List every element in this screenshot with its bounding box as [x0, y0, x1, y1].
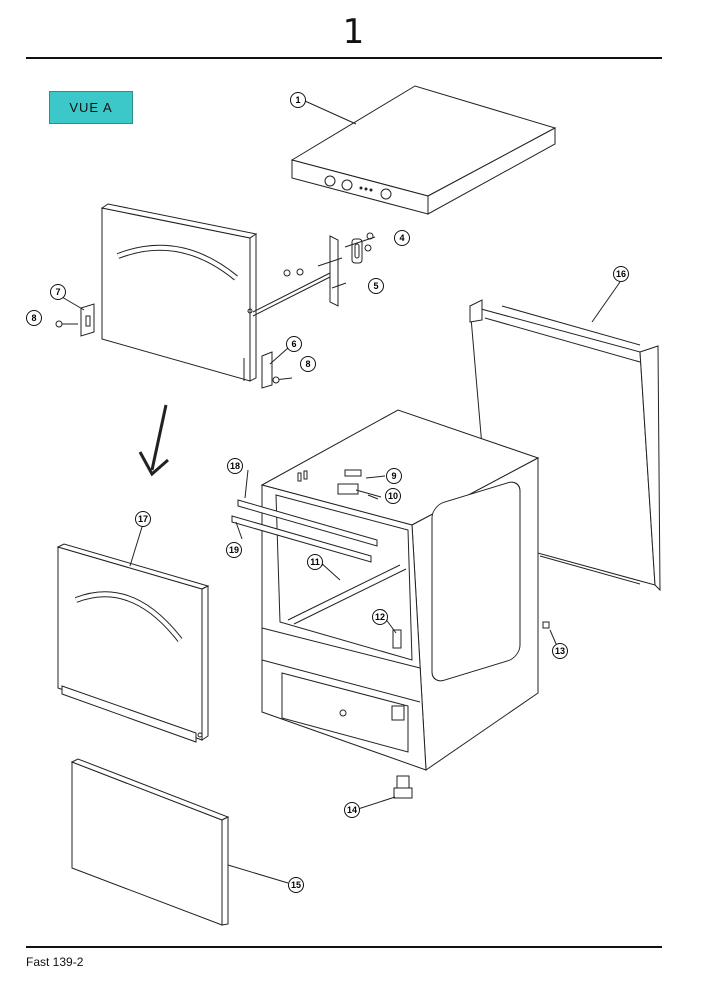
part-left-hinge — [55, 296, 95, 337]
callout-15: 15 — [288, 877, 304, 893]
callout-8-left: 8 — [26, 310, 42, 326]
svg-text:8: 8 — [305, 359, 310, 369]
callout-1: 1 — [290, 92, 306, 108]
part-nut-and-foot — [357, 621, 558, 810]
svg-text:11: 11 — [310, 557, 320, 567]
header-rule — [26, 57, 662, 59]
svg-text:4: 4 — [399, 233, 404, 243]
part-right-hinge — [261, 347, 293, 389]
callout-18: 18 — [227, 458, 243, 474]
callout-11: 11 — [307, 554, 323, 570]
footer-text: Fast 139-2 — [26, 955, 84, 969]
svg-text:14: 14 — [347, 805, 357, 815]
callout-17: 17 — [135, 511, 151, 527]
footer-rule — [26, 946, 662, 948]
callout-12: 12 — [372, 609, 388, 625]
callout-13: 13 — [552, 643, 568, 659]
svg-text:7: 7 — [55, 287, 60, 297]
callout-5: 5 — [368, 278, 384, 294]
svg-text:10: 10 — [388, 491, 398, 501]
svg-text:1: 1 — [295, 95, 300, 105]
part-plinth-panel — [70, 758, 289, 926]
part-top-cover — [290, 85, 557, 215]
callout-4: 4 — [394, 230, 410, 246]
svg-text:15: 15 — [291, 880, 301, 890]
callout-9: 9 — [386, 468, 402, 484]
page-number: 1 — [342, 12, 365, 52]
svg-text:12: 12 — [375, 612, 385, 622]
callout-10: 10 — [385, 488, 401, 504]
svg-text:19: 19 — [229, 545, 239, 555]
part-upper-door — [100, 203, 331, 382]
callout-6: 6 — [286, 336, 302, 352]
view-label: VUE A — [49, 91, 133, 124]
svg-text:18: 18 — [230, 461, 240, 471]
callout-16: 16 — [613, 266, 629, 282]
svg-text:8: 8 — [31, 313, 36, 323]
part-hinge-bracket — [283, 232, 376, 307]
part-rails — [231, 469, 378, 563]
svg-text:17: 17 — [138, 514, 148, 524]
part-cabinet — [260, 409, 540, 771]
part-front-door — [56, 526, 210, 743]
callout-7: 7 — [50, 284, 66, 300]
svg-text:9: 9 — [391, 471, 396, 481]
svg-text:5: 5 — [373, 281, 378, 291]
svg-text:6: 6 — [291, 339, 296, 349]
svg-text:13: 13 — [555, 646, 565, 656]
callout-8-right: 8 — [300, 356, 316, 372]
callout-14: 14 — [344, 802, 360, 818]
callout-19: 19 — [226, 542, 242, 558]
svg-text:16: 16 — [616, 269, 626, 279]
direction-arrow — [138, 404, 169, 477]
